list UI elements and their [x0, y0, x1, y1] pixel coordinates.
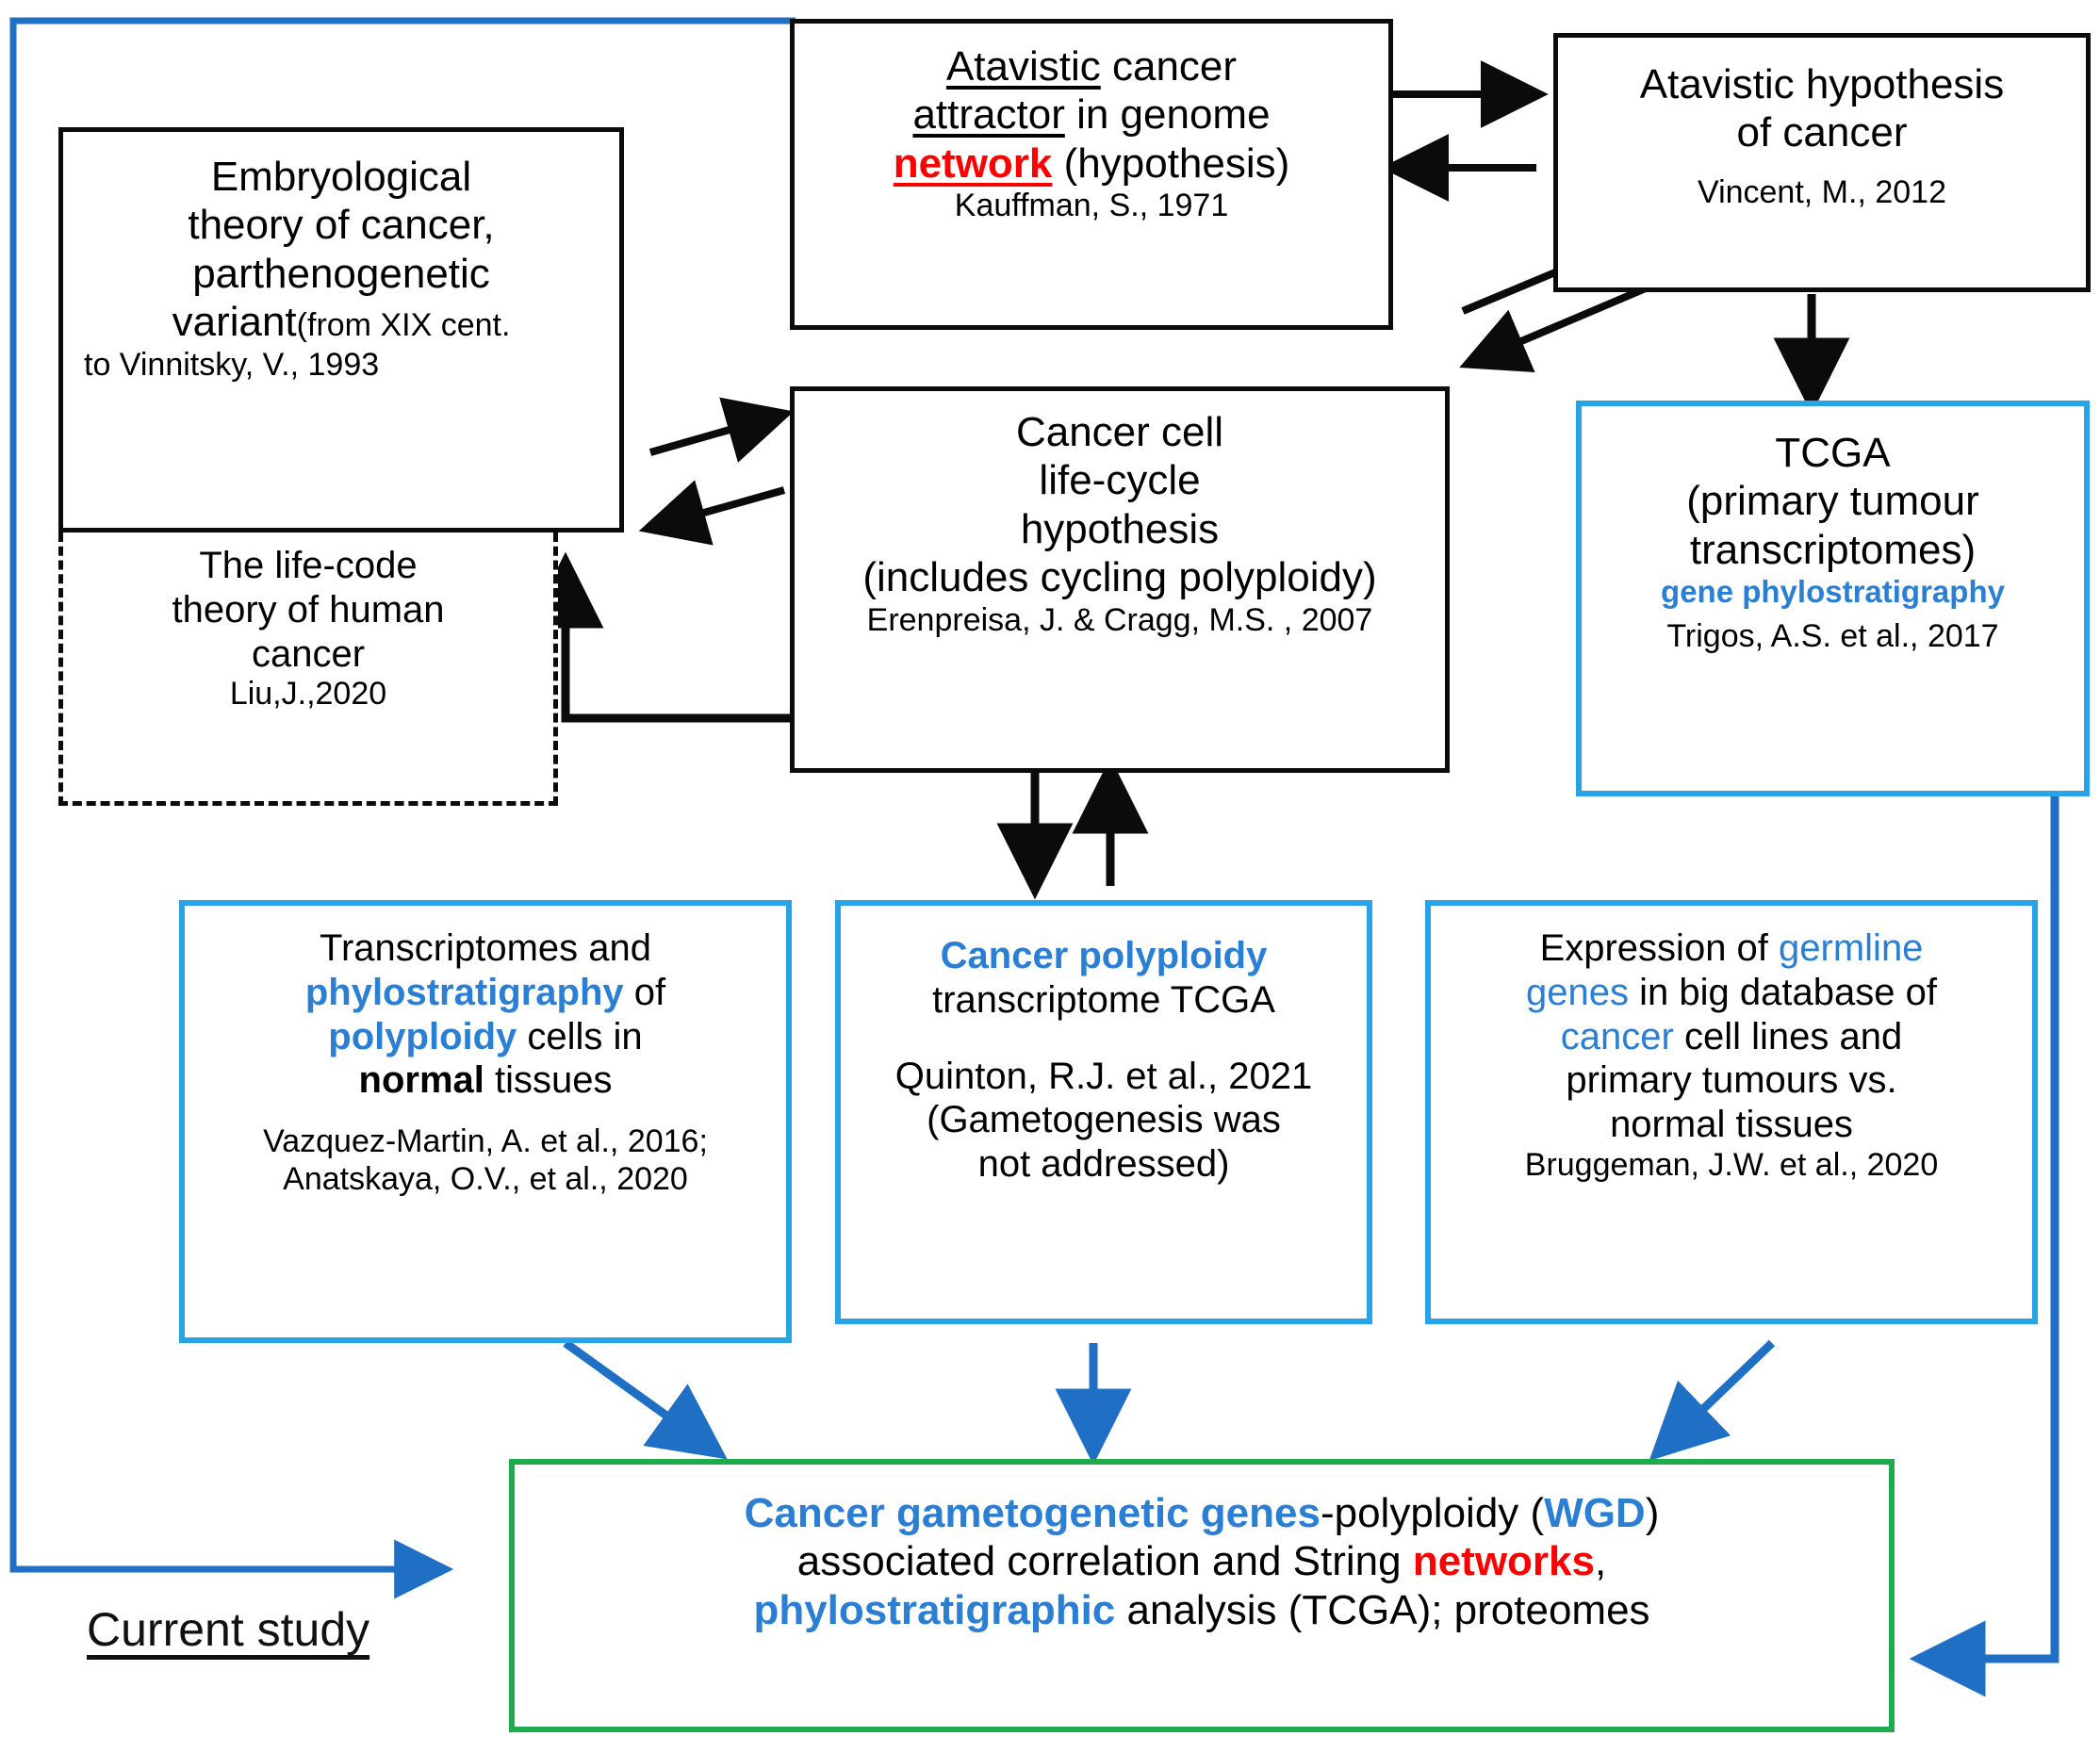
embryological-citation: to Vinnitsky, V., 1993 [84, 346, 380, 383]
embryological-line-2: theory of cancer, [188, 202, 495, 249]
transcriptomes-normal: normal [358, 1059, 484, 1102]
life-code-citation: Liu,J.,2020 [229, 676, 387, 713]
result-line-2: associated correlation and String networ… [524, 1537, 1879, 1585]
transcriptomes-line-2-rest: of [623, 971, 666, 1013]
attractor-line-2: attractor in genome [808, 90, 1375, 139]
embryological-line-1: Embryological [210, 154, 472, 200]
attractor-line-2-rest: in genome [1064, 91, 1271, 139]
germline-line-4: primary tumours vs. [1566, 1059, 1897, 1102]
lifecycle-line-2: life-cycle [1039, 457, 1201, 504]
germline-word-germline: germline [1779, 927, 1924, 969]
attractor-line-3-rest: (hypothesis) [1052, 139, 1290, 187]
result-cancer-gametogenetic-genes: Cancer gametogenetic genes [744, 1490, 1321, 1536]
attractor-line-1-rest: cancer [1100, 43, 1238, 90]
polyploidy-line-1: Cancer polyploidy [940, 935, 1268, 976]
transcriptomes-citation-1: Vazquez-Martin, A. et al., 2016; [263, 1123, 708, 1160]
box-atavistic-attractor[interactable]: Atavistic cancer attractor in genome net… [790, 19, 1393, 330]
germline-line-5: normal tissues [1610, 1104, 1853, 1146]
result-line-3-rest: analysis (TCGA); proteomes [1115, 1586, 1650, 1633]
lifecycle-line-3: hypothesis [1020, 505, 1220, 552]
box-current-study-result[interactable]: Cancer gametogenetic genes-polyploidy (W… [509, 1459, 1895, 1732]
transcriptomes-line-4: normal tissues [192, 1058, 779, 1103]
transcriptomes-phylostratigraphy: phylostratigraphy [304, 971, 624, 1013]
box-transcriptomes-normal-tissues[interactable]: Transcriptomes and phylostratigraphy of … [179, 900, 792, 1343]
lifecycle-line-4: (includes cycling polyploidy) [862, 554, 1377, 601]
transcriptomes-polyploidy: polyploidy [328, 1015, 517, 1057]
germline-word-genes: genes [1526, 971, 1630, 1013]
embryological-line-4: variant(from XIX cent. [76, 298, 606, 346]
tcga-gene-phylostratigraphy: gene phylostratigraphy [1661, 574, 2005, 610]
box-life-code-theory[interactable]: The life-code theory of human cancer Liu… [58, 532, 558, 806]
attractor-line-1: Atavistic cancer [808, 42, 1375, 90]
box-germline-gene-expression[interactable]: Expression of germline genes in big data… [1425, 900, 2038, 1324]
transcriptomes-line-2: phylostratigraphy of [192, 971, 779, 1015]
germline-word-cancer: cancer [1560, 1015, 1674, 1057]
transcriptomes-line-3: polyploidy cells in [192, 1015, 779, 1059]
result-line-3: phylostratigraphic analysis (TCGA); prot… [524, 1586, 1879, 1634]
polyploidy-line-2: transcriptome TCGA [932, 978, 1275, 1021]
box-cancer-cell-lifecycle[interactable]: Cancer cell life-cycle hypothesis (inclu… [790, 386, 1450, 773]
result-line-2-end: , [1594, 1538, 1607, 1585]
germline-line-3-rest: cell lines and [1673, 1015, 1903, 1057]
life-code-line-2: theory of human [172, 588, 445, 631]
germline-line-1: Expression of germline [1438, 926, 2025, 971]
transcriptomes-line-1: Transcriptomes and [320, 927, 651, 969]
embryological-line-3: parthenogenetic [192, 250, 490, 297]
attractor-line-3: network (hypothesis) [808, 139, 1375, 188]
current-study-label: Current study [87, 1603, 370, 1656]
germline-line-3: cancer cell lines and [1438, 1015, 2025, 1059]
tcga-line-1: TCGA [1775, 430, 1891, 476]
tcga-line-2: (primary tumour [1686, 478, 1979, 525]
box-embryological-theory[interactable]: Embryological theory of cancer, partheno… [58, 127, 624, 532]
box-tcga-primary-tumour[interactable]: TCGA (primary tumour transcriptomes) gen… [1576, 401, 2090, 796]
polyploidy-note-2: not addressed) [977, 1143, 1230, 1186]
transcriptomes-line-4-rest: tissues [484, 1059, 613, 1102]
polyploidy-citation: Quinton, R.J. et al., 2021 [894, 1055, 1313, 1097]
atavistic-hyp-line-2: of cancer [1736, 109, 1908, 156]
attractor-underlined-atavistic: Atavistic [945, 43, 1101, 90]
attractor-network-red: network [893, 139, 1053, 187]
atavistic-hyp-line-1: Atavistic hypothesis [1639, 61, 2005, 107]
result-networks-red: networks [1412, 1538, 1595, 1585]
result-line-1-mid: -polyploidy ( [1320, 1490, 1545, 1536]
attractor-citation: Kauffman, S., 1971 [954, 188, 1229, 224]
result-phylostratigraphic: phylostratigraphic [753, 1586, 1116, 1633]
result-line-2-pre: associated correlation and String [796, 1538, 1413, 1585]
tcga-citation: Trigos, A.S. et al., 2017 [1666, 618, 1999, 655]
attractor-underlined-attractor: attractor [912, 91, 1065, 139]
box-cancer-polyploidy-transcriptome[interactable]: Cancer polyploidy transcriptome TCGA Qui… [835, 900, 1372, 1324]
result-wgd: WGD [1544, 1490, 1646, 1536]
lifecycle-line-1: Cancer cell [1015, 409, 1224, 455]
box-atavistic-hypothesis[interactable]: Atavistic hypothesis of cancer Vincent, … [1553, 33, 2091, 292]
germline-line-2: genes in big database of [1438, 971, 2025, 1015]
germline-citation: Bruggeman, J.W. et al., 2020 [1524, 1146, 1939, 1183]
embryological-line-4-note: (from XIX cent. [296, 307, 511, 344]
lifecycle-citation: Erenpreisa, J. & Cragg, M.S. , 2007 [866, 601, 1373, 638]
tcga-line-3: transcriptomes) [1689, 526, 1977, 573]
atavistic-hyp-citation: Vincent, M., 2012 [1698, 173, 1946, 210]
life-code-line-1: The life-code [199, 545, 418, 586]
transcriptomes-citation-2: Anatskaya, O.V., et al., 2020 [283, 1160, 688, 1197]
embryological-line-4-main: variant [172, 299, 297, 346]
germline-line-2-rest: in big database of [1629, 971, 1937, 1013]
life-code-line-3: cancer [251, 632, 366, 675]
result-line-1-end: ) [1645, 1490, 1660, 1536]
result-line-1: Cancer gametogenetic genes-polyploidy (W… [524, 1489, 1879, 1537]
transcriptomes-line-3-rest: cells in [517, 1015, 643, 1057]
polyploidy-note-1: (Gametogenesis was [927, 1099, 1281, 1141]
germline-line-1-pre: Expression of [1539, 927, 1780, 969]
